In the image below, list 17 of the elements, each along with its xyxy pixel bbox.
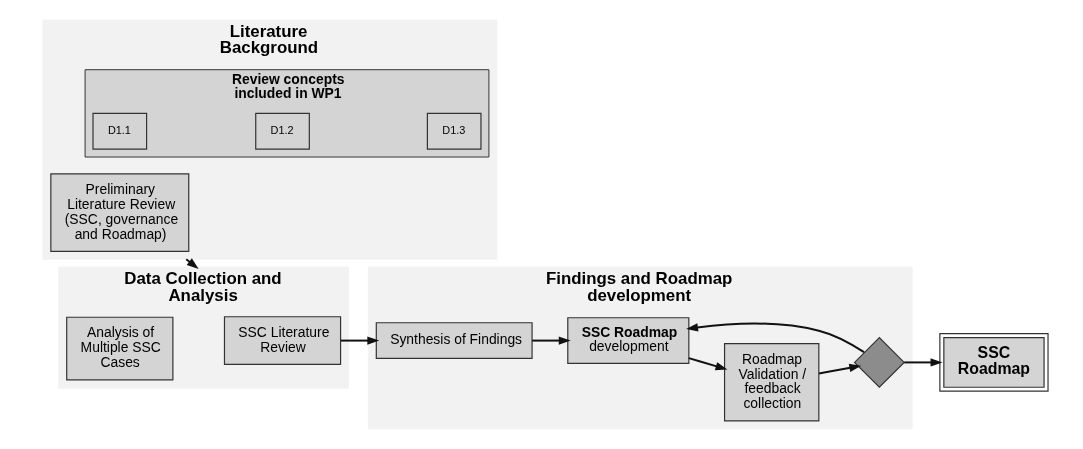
node-box: Synthesis of Findings <box>375 322 533 360</box>
arrow <box>339 336 380 345</box>
node-box: Preliminary Literature Review (SSC, governance and Roadmap) <box>50 173 190 252</box>
node-box: D1.2 <box>255 112 310 150</box>
arrow <box>903 358 943 367</box>
node-box: D1.1 <box>92 112 148 150</box>
node-diamond <box>853 336 905 389</box>
node-box: SSC Roadmap <box>939 333 1049 392</box>
arrow <box>686 322 865 354</box>
node-box: D1.3 <box>426 112 482 150</box>
node-box: Roadmap Validation / feedback collection <box>723 342 820 422</box>
arrow <box>687 357 728 371</box>
arrow <box>818 363 862 375</box>
node-box: Analysis of Multiple SSC Cases <box>66 316 174 381</box>
node-box: SSC Literature Review <box>223 316 342 365</box>
arrow <box>531 336 571 345</box>
node-box: SSC Roadmap development <box>567 317 690 364</box>
